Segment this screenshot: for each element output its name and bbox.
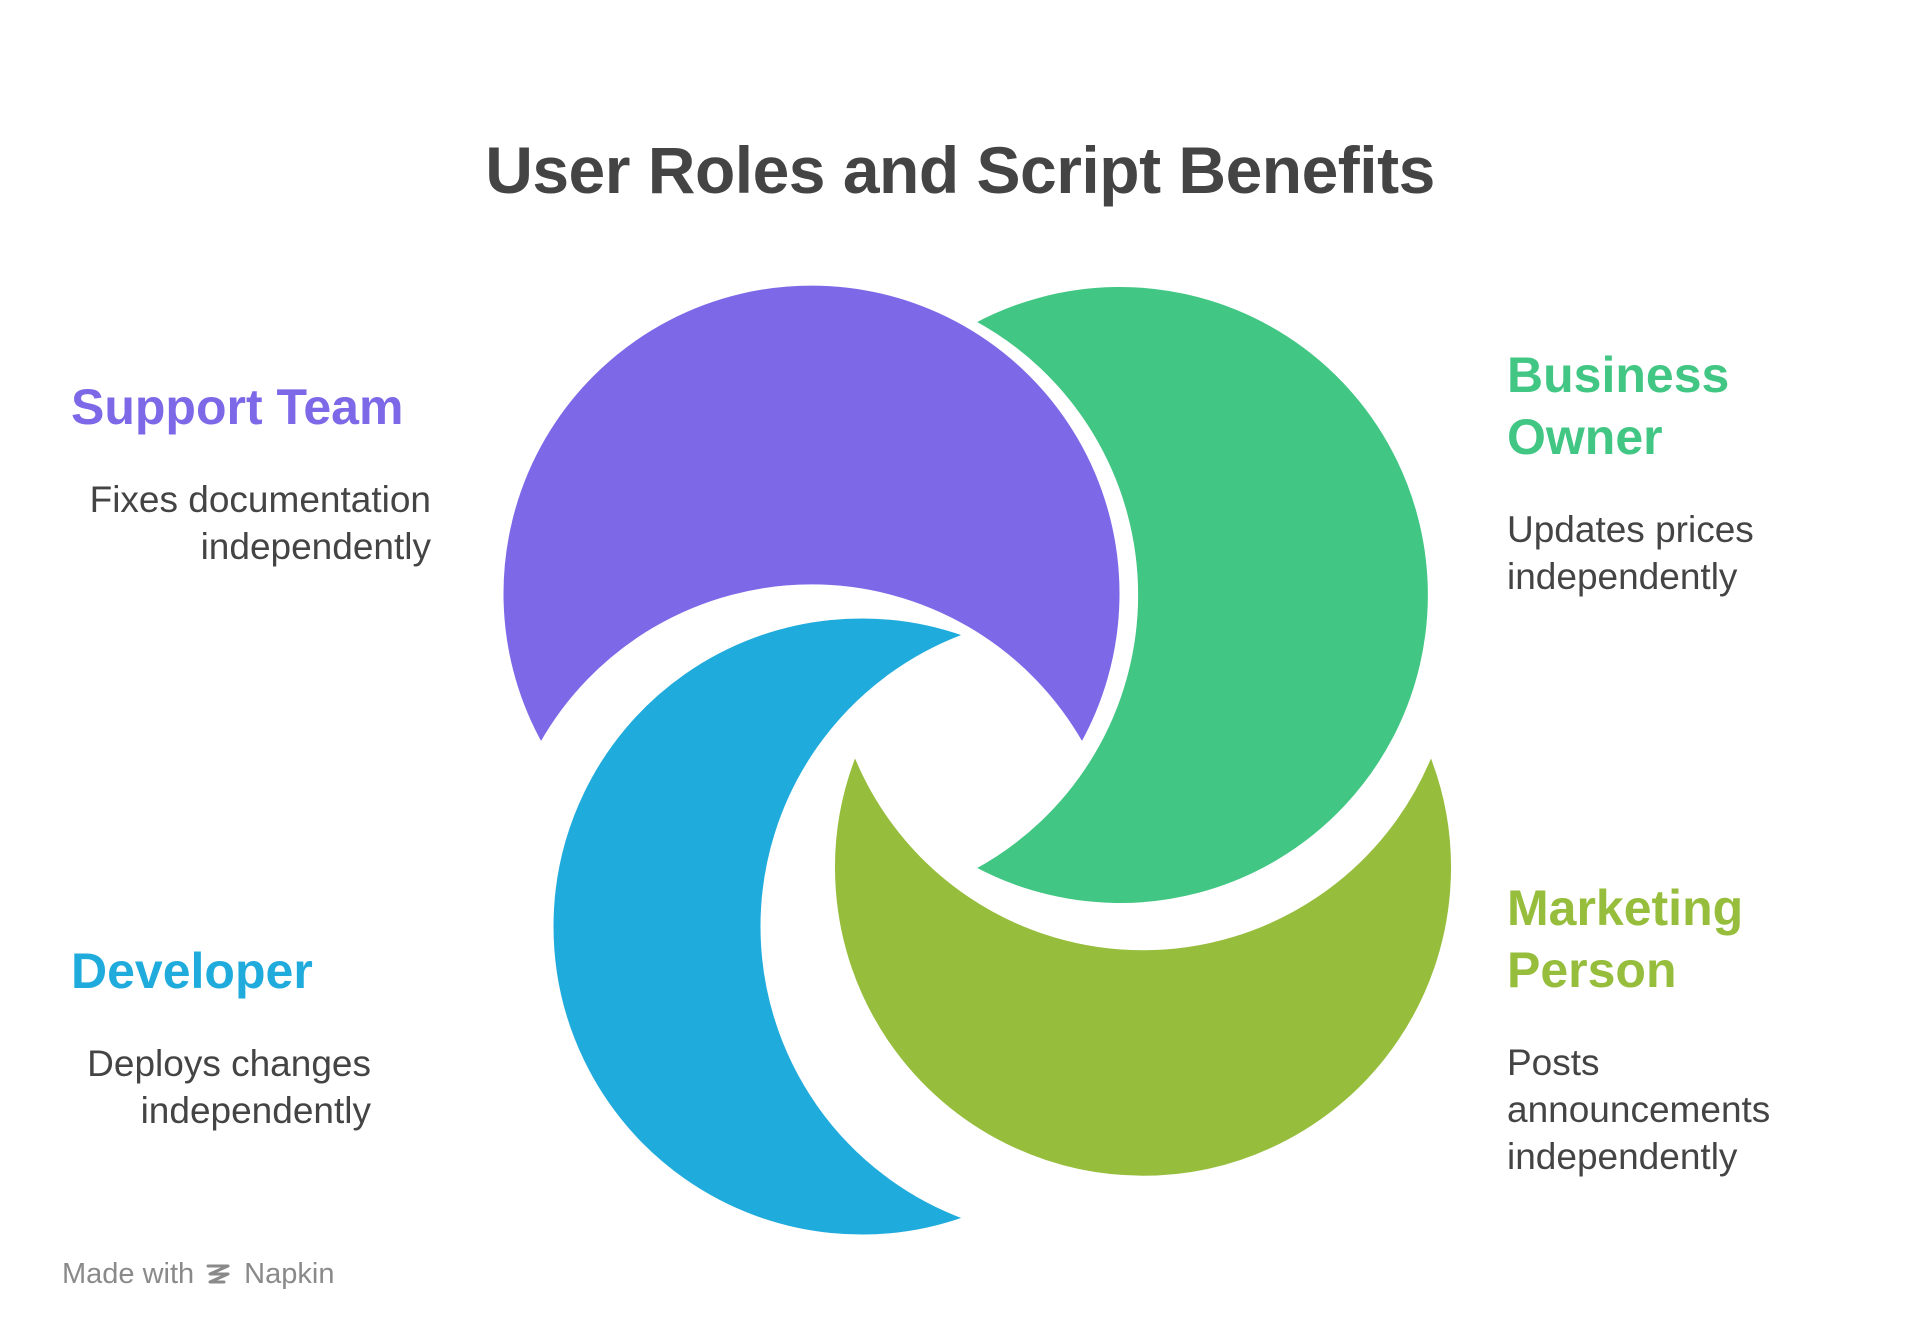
business-desc-line: independently	[1507, 556, 1738, 597]
support-team-block: Support Team Fixes documentation indepen…	[71, 376, 431, 570]
marketing-heading-line: Person	[1507, 942, 1677, 998]
business-owner-block: Business Owner Updates prices independen…	[1507, 344, 1837, 600]
marketing-person-heading: Marketing Person	[1507, 877, 1837, 1001]
business-owner-description: Updates prices independently	[1507, 506, 1837, 600]
support-team-description: Fixes documentation independently	[71, 476, 431, 570]
made-with-text: Made with	[62, 1258, 195, 1290]
marketing-person-description: Posts announcements independently	[1507, 1039, 1837, 1180]
page-title: User Roles and Script Benefits	[485, 133, 1435, 207]
developer-heading: Developer	[71, 943, 313, 999]
business-ring	[968, 283, 1432, 907]
developer-desc-line: independently	[140, 1090, 371, 1131]
business-owner-heading: Business Owner	[1507, 344, 1837, 468]
developer-desc-line: Deploys changes	[87, 1043, 371, 1084]
marketing-desc-line: independently	[1507, 1136, 1738, 1177]
marketing-person-block: Marketing Person Posts announcements ind…	[1507, 877, 1837, 1180]
support-team-heading: Support Team	[71, 379, 404, 435]
napkin-brand-text: Napkin	[244, 1258, 335, 1290]
support-desc-line: Fixes documentation	[89, 479, 431, 520]
marketing-desc-line: Posts	[1507, 1042, 1600, 1083]
marketing-ring	[831, 747, 1455, 1180]
napkin-logo-icon	[206, 1264, 230, 1283]
business-heading-line: Owner	[1507, 409, 1663, 465]
developer-description: Deploys changes independently	[71, 1040, 371, 1134]
support-desc-line: independently	[200, 526, 431, 567]
made-with-footer[interactable]: Made with Napkin	[62, 1258, 334, 1291]
business-heading-line: Business	[1507, 347, 1730, 403]
marketing-heading-line: Marketing	[1507, 880, 1744, 936]
support-ring	[499, 281, 1124, 750]
business-desc-line: Updates prices	[1507, 509, 1754, 550]
developer-ring	[549, 614, 973, 1239]
marketing-desc-line: announcements	[1507, 1089, 1771, 1130]
developer-block: Developer Deploys changes independently	[71, 940, 371, 1134]
